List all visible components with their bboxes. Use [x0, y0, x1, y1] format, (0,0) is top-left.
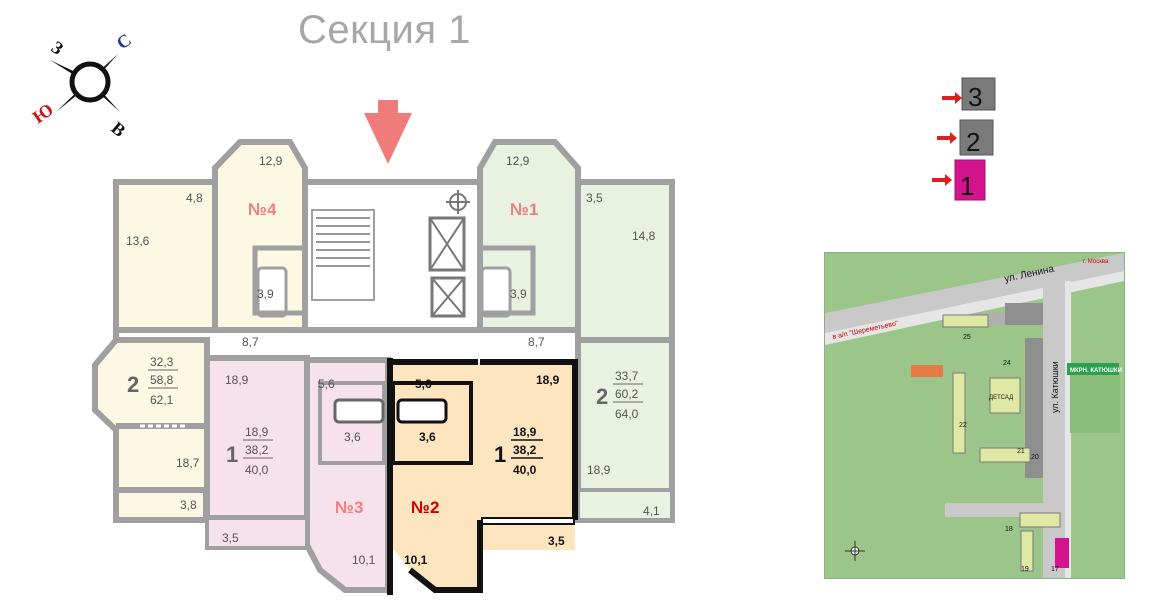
svg-text:18,9: 18,9	[245, 425, 269, 439]
room-area: 18,9	[536, 373, 560, 387]
svg-text:1: 1	[226, 442, 238, 467]
map-street-label: ул. Катюшки	[1050, 361, 1060, 413]
svg-text:17: 17	[1051, 566, 1059, 573]
room-area: 8,7	[242, 335, 259, 349]
map-compass-icon	[845, 541, 865, 561]
room-area: 3,5	[548, 534, 565, 548]
room-area: 5,6	[318, 377, 335, 391]
apartment-number: №4	[248, 200, 277, 219]
room-area: 3,5	[222, 531, 239, 545]
apartment-number: №3	[335, 498, 363, 517]
section-number: 3	[968, 82, 982, 112]
room-area: 18,7	[176, 456, 200, 470]
svg-text:40,0: 40,0	[245, 463, 269, 477]
room-area: 3,6	[419, 430, 436, 444]
apartment-2-selected	[387, 358, 578, 595]
svg-text:38,2: 38,2	[513, 443, 537, 457]
location-map: МКРН. КАТЮШКИ ул. Ленина ул. Катюшки в а…	[824, 252, 1125, 579]
apartment-left-2room	[92, 139, 313, 523]
room-area: 10,1	[352, 553, 376, 567]
summary-apartment-2: 1 18,9 38,2 40,0	[494, 425, 543, 477]
svg-text:60,2: 60,2	[615, 387, 639, 401]
map-district-label: МКРН. КАТЮШКИ	[1070, 368, 1122, 374]
map-kindergarten-label: ДЕТСАД	[989, 395, 1013, 401]
svg-text:21: 21	[1017, 448, 1025, 455]
section-number: 1	[960, 171, 974, 201]
svg-text:2: 2	[596, 384, 608, 409]
svg-text:22: 22	[959, 422, 967, 429]
summary-right-2room: 2 33,7 60,2 64,0	[596, 369, 643, 421]
svg-text:32,3: 32,3	[150, 355, 174, 369]
svg-text:1: 1	[494, 442, 506, 467]
apartment-number: №2	[411, 498, 439, 517]
room-area: 3,5	[586, 191, 603, 205]
room-area: 18,9	[225, 373, 249, 387]
page-title: Секция 1	[298, 8, 471, 52]
room-area: 3,9	[257, 287, 274, 301]
room-area: 3,9	[510, 287, 527, 301]
room-area: 4,1	[643, 504, 660, 518]
room-area: 3,8	[180, 498, 197, 512]
arrow-right-icon	[932, 174, 952, 186]
room-area: 14,8	[632, 229, 656, 243]
svg-text:19: 19	[1021, 566, 1029, 573]
svg-text:40,0: 40,0	[513, 463, 537, 477]
room-area: 3,6	[344, 430, 361, 444]
entrance-arrow-icon	[364, 113, 412, 164]
room-area: 8,7	[528, 335, 545, 349]
map-city-label: г. Москва	[1083, 259, 1109, 265]
summary-left-2room: 2 32,3 58,8 62,1	[127, 355, 178, 407]
compass-icon: З С Ю В	[29, 30, 135, 140]
room-area: 4,8	[186, 191, 203, 205]
svg-text:62,1: 62,1	[150, 393, 174, 407]
room-area: 12,9	[259, 154, 283, 168]
apartment-3	[204, 355, 391, 593]
room-area: 10,1	[404, 553, 428, 567]
svg-text:58,8: 58,8	[150, 373, 174, 387]
svg-text:18: 18	[1005, 526, 1013, 533]
room-area: 18,9	[587, 463, 611, 477]
room-area: 12,9	[506, 154, 530, 168]
svg-text:20: 20	[1031, 454, 1039, 461]
room-area: 5,6	[415, 377, 432, 391]
arrow-right-icon	[942, 92, 962, 104]
svg-text:24: 24	[1003, 360, 1011, 367]
section-key: 3 2 1	[932, 77, 996, 201]
section-number: 2	[966, 127, 980, 157]
svg-text:38,2: 38,2	[245, 443, 269, 457]
arrow-right-icon	[937, 132, 957, 144]
svg-text:33,7: 33,7	[615, 369, 639, 383]
room-area: 13,6	[126, 234, 150, 248]
apartment-number: №1	[510, 200, 538, 219]
stair-core	[302, 179, 483, 333]
svg-text:2: 2	[127, 372, 139, 397]
summary-apartment-3: 1 18,9 38,2 40,0	[226, 425, 273, 477]
svg-text:64,0: 64,0	[615, 407, 639, 421]
svg-text:18,9: 18,9	[513, 425, 537, 439]
svg-text:25: 25	[963, 334, 971, 341]
